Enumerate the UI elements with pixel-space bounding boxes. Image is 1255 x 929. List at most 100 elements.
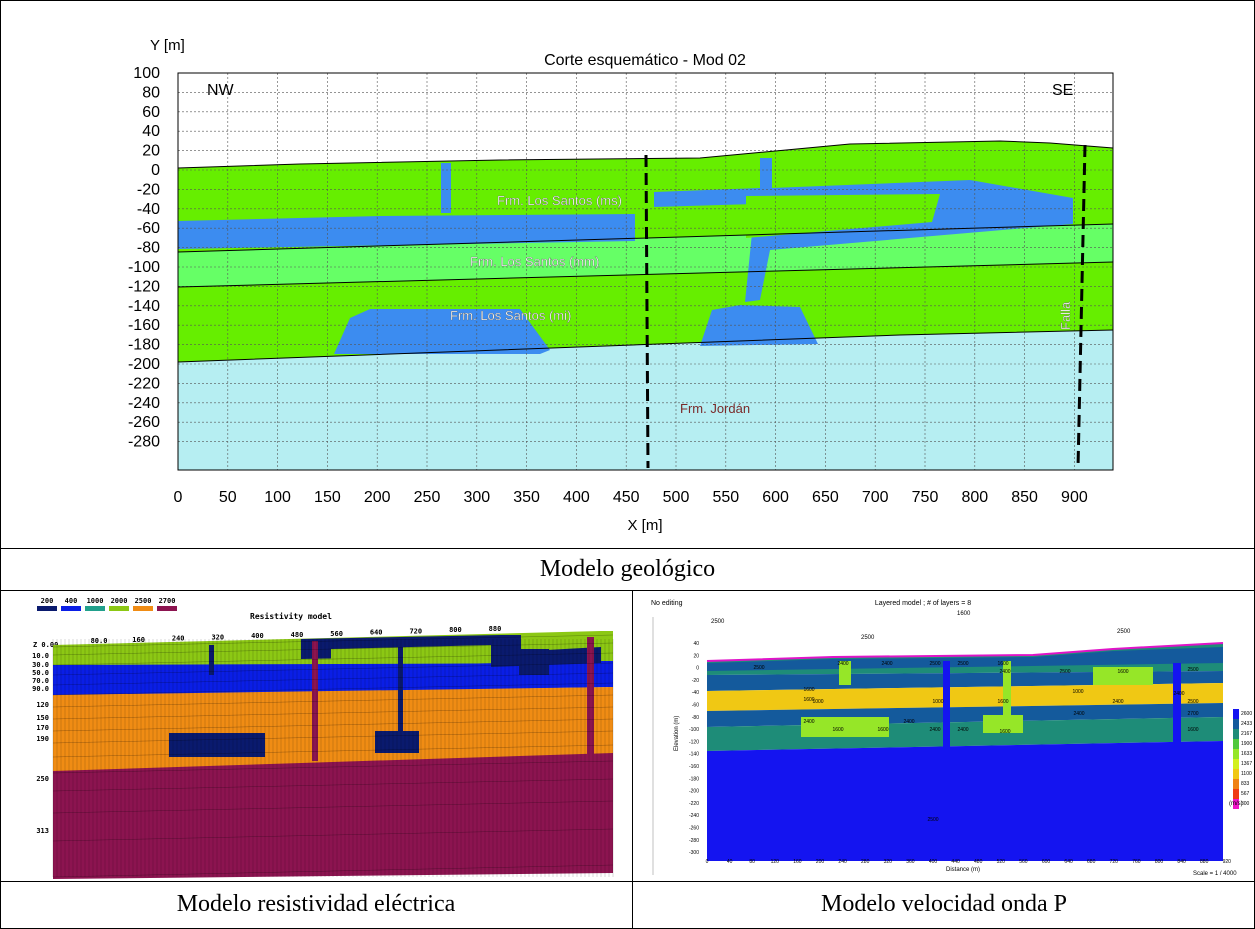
- depth-label: 120: [36, 701, 49, 709]
- divider-bottom: [0, 881, 1255, 882]
- depth-label: 70.0: [32, 677, 49, 685]
- marker-3: 2500: [1117, 629, 1131, 635]
- divider-vertical: [632, 590, 633, 929]
- velocity-cell-label: 1000: [1072, 689, 1083, 695]
- colorbar-value: 300: [1241, 801, 1250, 807]
- label-fault: Falla: [1058, 301, 1073, 330]
- resistivity-x-tick: 160: [132, 636, 145, 644]
- geologic-title: Corte esquemático - Mod 02: [544, 52, 746, 69]
- layer-jordan: [178, 330, 1113, 470]
- x-tick-label: 150: [314, 489, 341, 506]
- velocity-y-label: Elevation (m): [674, 716, 680, 751]
- velocity-cell-label: 2400: [903, 719, 914, 725]
- resistivity-depth-labels: Z 0.0010.030.050.070.090.012015017019025…: [32, 641, 58, 835]
- velocity-x-tick: 680: [1087, 859, 1096, 865]
- y-tick-label: -80: [137, 240, 160, 257]
- y-tick-label: 0: [151, 162, 160, 179]
- velocity-cell-label: 2700: [1187, 711, 1198, 717]
- velocity-y-tick: -180: [689, 776, 699, 782]
- velocity-x-tick: 320: [884, 859, 893, 865]
- velocity-cell-label: 1600: [877, 727, 888, 733]
- legend-value: 1000: [87, 597, 104, 605]
- legend-swatch: [37, 606, 57, 611]
- x-tick-label: 300: [463, 489, 490, 506]
- velocity-cell-label: 1600: [803, 697, 814, 703]
- colorbar-swatch: [1233, 769, 1239, 779]
- colorbar-value: 2600: [1241, 711, 1252, 717]
- velocity-x-tick: 0: [706, 859, 709, 865]
- velocity-cell-label: 1000: [812, 699, 823, 705]
- y-tick-label: 80: [142, 84, 160, 101]
- label-ms: Frm. Los Santos (ms): [497, 193, 622, 208]
- legend-value: 2500: [135, 597, 152, 605]
- velocity-y-tick: -280: [689, 838, 699, 844]
- colorbar-value: 1367: [1241, 761, 1252, 767]
- velocity-cell-label: 1600: [999, 729, 1010, 735]
- velocity-x-tick: 400: [929, 859, 938, 865]
- velocity-cell-label: 2500: [753, 665, 764, 671]
- velocity-y-tick: -220: [689, 801, 699, 807]
- depth-label: Z 0.00: [33, 641, 58, 649]
- velocity-x-tick: 200: [816, 859, 825, 865]
- velocity-cell-label: 1000: [932, 699, 943, 705]
- depth-label: 150: [36, 714, 49, 722]
- y-tick-label: -260: [128, 414, 160, 431]
- legend-value: 400: [65, 597, 78, 605]
- x-tick-label: 400: [563, 489, 590, 506]
- x-tick-label: 100: [264, 489, 291, 506]
- velocity-header: No editing: [651, 600, 683, 607]
- velocity-x-tick: 800: [1155, 859, 1164, 865]
- velocity-y-tick: 20: [693, 653, 699, 659]
- colorbar-value: 2167: [1241, 731, 1252, 737]
- y-tick-label: -220: [128, 375, 160, 392]
- velocity-cell-label: 2400: [999, 669, 1010, 675]
- velocity-panel: No editing Layered model ; # of layers =…: [651, 600, 1252, 877]
- velocity-y-tick: -60: [692, 703, 699, 709]
- velocity-y-tick: 0: [696, 666, 699, 672]
- velocity-y-tick: -200: [689, 789, 699, 795]
- depth-label: 190: [36, 735, 49, 743]
- velocity-y-tick: -20: [692, 678, 699, 684]
- caption-geologic: Modelo geológico: [539, 556, 716, 582]
- colorbar-swatch: [1233, 779, 1239, 789]
- velocity-cell-label: 2500: [929, 661, 940, 667]
- colorbar-swatch: [1233, 749, 1239, 759]
- velocity-y-tick: -260: [689, 826, 699, 832]
- velocity-x-tick: 280: [861, 859, 870, 865]
- velocity-x-tick: 480: [974, 859, 983, 865]
- velocity-cell-label: 2500: [1187, 667, 1198, 673]
- velocity-x-tick: 440: [951, 859, 960, 865]
- velocity-x-tick: 80: [749, 859, 755, 865]
- x-tick-label: 0: [174, 489, 183, 506]
- divider-top: [0, 548, 1255, 549]
- velocity-x-tick: 560: [1019, 859, 1028, 865]
- label-mi: Frm. Los Santos (mi): [450, 308, 571, 323]
- lens-3: [334, 309, 550, 354]
- y-axis-label: Y [m]: [150, 37, 185, 54]
- velocity-scale: Scale = 1 / 4000: [1193, 871, 1237, 877]
- y-tick-label: 20: [142, 143, 160, 160]
- velocity-y-tick: 40: [693, 641, 699, 647]
- depth-label: 50.0: [32, 669, 49, 677]
- y-tick-label: 60: [142, 104, 160, 121]
- velocity-x-tick: 720: [1110, 859, 1119, 865]
- velocity-y-tick: -40: [692, 690, 699, 696]
- legend-swatch: [61, 606, 81, 611]
- x-tick-label: 650: [812, 489, 839, 506]
- velocity-cell-label: 2500: [927, 817, 938, 823]
- direction-se: SE: [1052, 82, 1073, 99]
- y-tick-label: -100: [128, 259, 160, 276]
- legend-swatch: [133, 606, 153, 611]
- colorbar-swatch: [1233, 709, 1239, 719]
- x-tick-label: 550: [712, 489, 739, 506]
- velocity-x-tick: 880: [1200, 859, 1209, 865]
- velocity-cell-label: 1600: [997, 699, 1008, 705]
- resistivity-title: Resistivity model: [250, 611, 332, 621]
- green-inset: [746, 194, 940, 238]
- x-tick-label: 850: [1011, 489, 1038, 506]
- y-tick-label: 40: [142, 123, 160, 140]
- velocity-x-tick: 760: [1132, 859, 1141, 865]
